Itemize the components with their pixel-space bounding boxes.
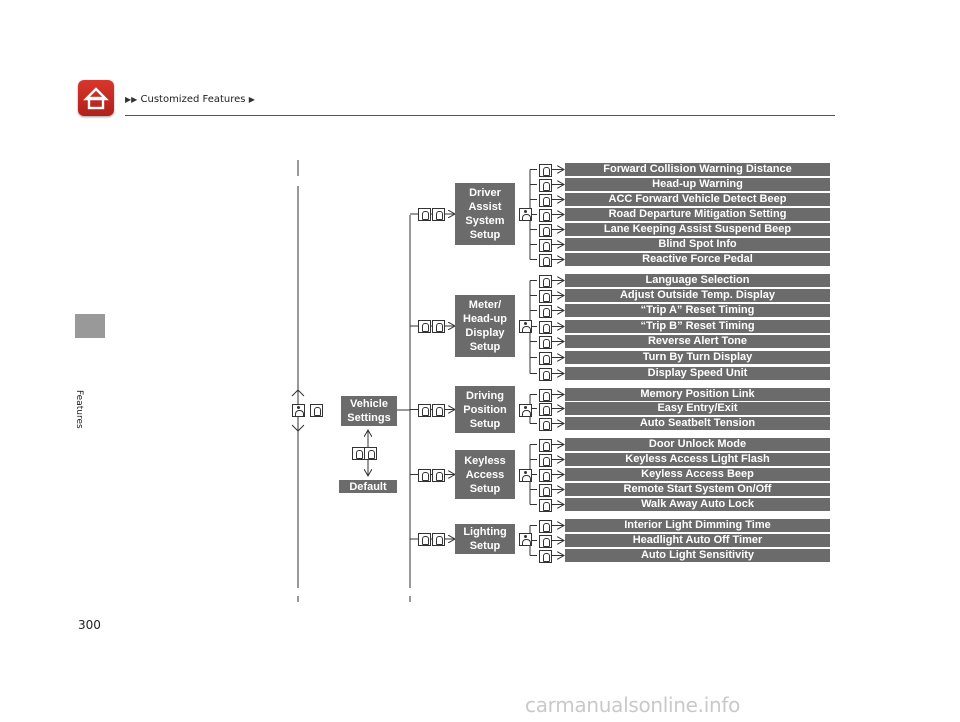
info-icon [539,351,552,365]
menu-item: Turn By Turn Display [565,351,830,364]
info-icon [418,403,431,417]
group-label: Lighting Setup [455,524,515,554]
info-icon [418,208,431,221]
person-icon [519,468,532,482]
info-icon [539,163,552,177]
menu-item: Lane Keeping Assist Suspend Beep [565,223,830,236]
info-icon [310,404,323,417]
info-icon [539,483,552,497]
menu-item: Memory Position Link [565,388,830,401]
group-label: Driver Assist System Setup [455,183,515,245]
person-icon [519,533,532,546]
info-icon [418,320,431,333]
menu-item: Door Unlock Mode [565,438,830,451]
person-icon [519,320,532,333]
info-icon [432,533,445,546]
info-icon [539,438,552,452]
menu-item: Interior Light Dimming Time [565,519,830,532]
vehicle-settings-box: Vehicle Settings [341,396,397,426]
menu-item: Reactive Force Pedal [565,253,830,266]
menu-item: “Trip A” Reset Timing [565,304,830,317]
info-icon [539,367,552,381]
info-icon [432,403,445,417]
info-icon [539,468,552,482]
info-icon [418,468,431,482]
menu-item: Auto Light Sensitivity [565,549,830,562]
person-icon [292,404,305,417]
breadcrumb[interactable]: ▶▶ Customized Features ▶ [125,94,255,105]
group-label: Meter/ Head-up Display Setup [455,295,515,357]
info-icon [539,320,552,334]
info-icon [432,320,445,333]
info-icon [539,519,552,533]
menu-item: Easy Entry/Exit [565,402,830,415]
info-icon [539,253,552,267]
info-icon [539,304,552,318]
info-icon [539,498,552,512]
menu-item: Display Speed Unit [565,367,830,380]
menu-item: Forward Collision Warning Distance [565,163,830,176]
menu-item: Keyless Access Beep [565,468,830,481]
menu-item: Keyless Access Light Flash [565,453,830,466]
menu-item: Walk Away Auto Lock [565,498,830,511]
menu-item: Language Selection [565,274,830,287]
home-icon [83,87,109,110]
breadcrumb-end-arrow: ▶ [248,95,255,104]
info-icon [539,534,552,548]
info-icon [539,274,552,288]
menu-item: Reverse Alert Tone [565,335,830,348]
info-icon [539,388,552,402]
breadcrumb-link[interactable]: Customized Features [140,94,246,105]
menu-item: Head-up Warning [565,178,830,191]
menu-item: Road Departure Mitigation Setting [565,208,830,221]
group-label: Driving Position Setup [455,386,515,433]
menu-item: “Trip B” Reset Timing [565,320,830,333]
page-number: 300 [78,618,101,632]
info-icon [539,417,552,431]
menu-item: Blind Spot Info [565,238,830,251]
watermark: carmanualsonline.info [525,693,741,717]
info-icon [432,468,445,482]
group-label: Keyless Access Setup [455,450,515,499]
menu-item: Auto Seatbelt Tension [565,417,830,430]
info-icon [539,402,552,416]
default-box: Default [339,480,397,493]
info-icon [539,289,552,303]
person-icon [519,208,532,221]
info-icon [539,208,552,222]
section-tab[interactable] [75,314,105,338]
breadcrumb-arrows: ▶▶ [125,95,138,104]
info-icon [539,193,552,207]
person-icon [519,403,532,417]
info-icon [539,453,552,467]
home-button[interactable] [78,80,114,116]
header-rule [125,115,835,116]
info-icon [539,238,552,252]
menu-item: ACC Forward Vehicle Detect Beep [565,193,830,206]
menu-item: Headlight Auto Off Timer [565,534,830,547]
menu-item: Remote Start System On/Off [565,483,830,496]
info-icon [364,447,377,460]
info-icon [539,549,552,563]
info-icon [539,335,552,349]
info-icon [539,178,552,192]
menu-item: Adjust Outside Temp. Display [565,289,830,302]
info-icon [539,223,552,237]
info-icon [418,533,431,546]
info-icon [432,208,445,221]
